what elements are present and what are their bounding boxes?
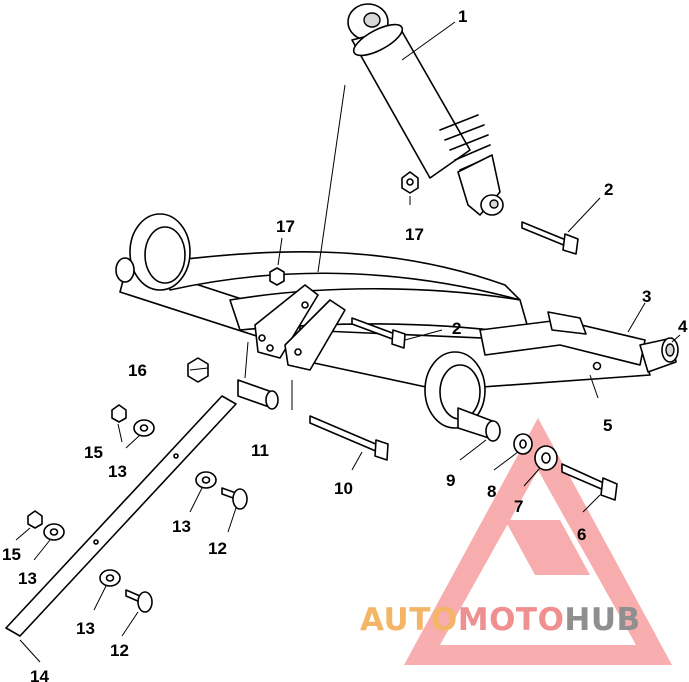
washer-8 xyxy=(513,433,533,455)
bolt-2-upper xyxy=(521,221,579,255)
washer-7 xyxy=(534,445,558,471)
callout-15-upper: 15 xyxy=(84,443,103,462)
callout-12-upper: 12 xyxy=(208,539,227,558)
callout-labels: 1 2 2 3 4 5 6 7 8 9 10 11 12 12 13 13 13… xyxy=(2,7,688,682)
nut-17-shock xyxy=(401,171,419,194)
callout-13-b: 13 xyxy=(172,517,191,536)
callout-17-shock: 17 xyxy=(405,225,424,244)
callout-12-lower: 12 xyxy=(110,641,129,660)
leader-lines xyxy=(15,21,681,663)
svg-text:AUTOMOTOHUB: AUTOMOTOHUB xyxy=(360,602,641,638)
watermark-text: AUTOMOTOHUB xyxy=(360,602,641,638)
callout-17-frame: 17 xyxy=(276,217,295,236)
callout-13-d: 13 xyxy=(76,619,95,638)
watermark-hub: HUB xyxy=(564,602,640,638)
washer-13-c xyxy=(43,523,65,541)
callout-2-middle: 2 xyxy=(452,319,461,338)
nut-15-upper xyxy=(111,404,127,423)
callout-1: 1 xyxy=(458,7,467,26)
callout-9: 9 xyxy=(446,471,455,490)
watermark-auto: AUTO xyxy=(360,602,458,638)
callout-13-c: 13 xyxy=(18,569,37,588)
strap-14 xyxy=(5,395,237,637)
washer-13-b xyxy=(195,471,217,489)
callout-11: 11 xyxy=(251,441,269,460)
shock-absorber xyxy=(317,3,504,273)
swing-arm xyxy=(115,213,679,442)
washer-13-d xyxy=(99,569,121,587)
bolt-6 xyxy=(561,463,618,501)
washer-13-a xyxy=(133,419,155,437)
callout-16: 16 xyxy=(128,361,147,380)
watermark-moto: MOTO xyxy=(458,602,565,638)
nut-15-lower xyxy=(27,510,43,529)
callout-10: 10 xyxy=(334,479,353,498)
callout-7: 7 xyxy=(514,497,523,516)
bolt-2-middle xyxy=(351,317,406,349)
nut-17-frame xyxy=(269,267,285,286)
callout-14: 14 xyxy=(30,667,49,682)
callout-3: 3 xyxy=(642,287,651,306)
callout-5: 5 xyxy=(603,416,612,435)
bolt-10 xyxy=(309,415,389,461)
rivet-12-upper xyxy=(221,487,248,510)
nut-16 xyxy=(187,357,209,383)
callout-6: 6 xyxy=(577,525,586,544)
callout-2-upper: 2 xyxy=(604,180,613,199)
spacer-11 xyxy=(237,341,293,410)
callout-8: 8 xyxy=(487,482,496,501)
callout-15-lower: 15 xyxy=(2,545,21,564)
rivet-12-lower xyxy=(125,589,153,613)
callout-4: 4 xyxy=(678,317,688,336)
callout-13-a: 13 xyxy=(108,462,127,481)
